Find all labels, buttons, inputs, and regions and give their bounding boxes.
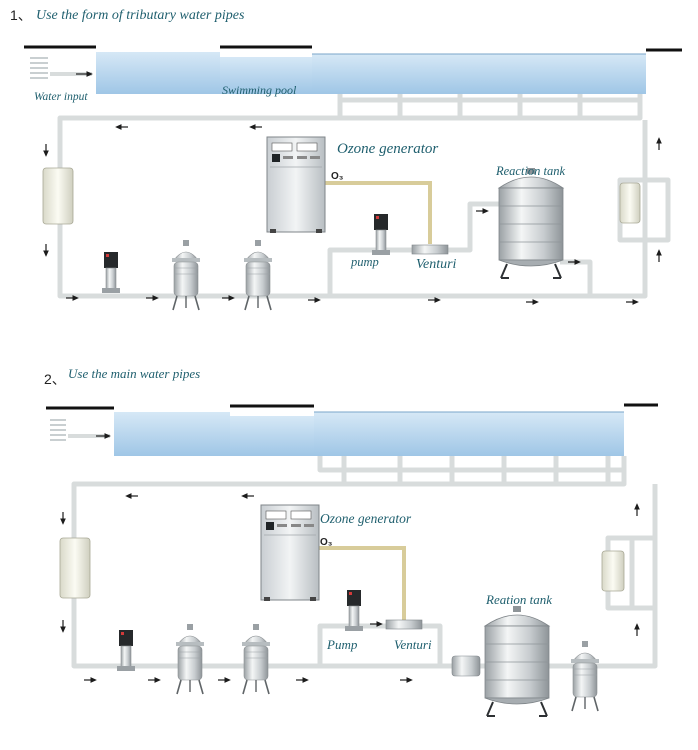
diagram-2-number: 2、: [44, 371, 66, 387]
heater-icon: [59, 537, 91, 599]
ozone-line-2: [316, 546, 406, 620]
diagram-2: 2、 Use the main water pipes: [44, 366, 658, 717]
venturi-label: Venturi: [416, 257, 457, 272]
filter-icon: [241, 623, 271, 695]
o3-label: O₃: [331, 171, 344, 182]
venturi-icon: [411, 244, 449, 255]
filter-icon: [243, 239, 273, 311]
water-input-label: Water input: [34, 91, 88, 103]
reaction-tank-icon: [498, 167, 564, 279]
swimming-pool-1: [24, 45, 682, 94]
reaction-tank-label: Reation tank: [485, 592, 552, 607]
flow-arrows-2: [60, 493, 640, 683]
o3-label: O₃: [320, 537, 333, 548]
diagram-2-title: Use the main water pipes: [68, 366, 200, 381]
swimming-pool-label: Swimming pool: [222, 83, 297, 97]
venturi-icon: [385, 619, 423, 630]
heater-icon: [42, 167, 74, 225]
heater-icon: [601, 550, 625, 592]
flow-arrows-1: [43, 124, 662, 305]
pipe-network-2: [71, 456, 658, 669]
diagram-1: 1、 Use the form of tributary water pipes…: [10, 7, 682, 311]
ozone-generator-label: Ozone generator: [337, 141, 438, 157]
pump-label: Pump: [326, 637, 358, 652]
ozone-generator-label: Ozone generator: [320, 511, 412, 526]
venturi-label: Venturi: [394, 637, 432, 652]
filter-icon: [175, 623, 205, 695]
reaction-tank-label: Reaction tank: [495, 164, 566, 178]
filter-icon: [171, 239, 201, 311]
diagram-1-number: 1、: [10, 7, 32, 23]
ozone-line-1: [318, 181, 432, 244]
pump-label: pump: [350, 255, 379, 269]
heater-icon: [619, 182, 641, 224]
pump-icon: [101, 251, 121, 294]
ozone-generator-icon: [266, 136, 326, 234]
diagram-1-title: Use the form of tributary water pipes: [36, 8, 245, 23]
swimming-pool-2: [46, 403, 658, 456]
inline-filter-icon: [451, 655, 481, 677]
reaction-tank-icon: [484, 605, 550, 717]
ozone-generator-icon: [260, 504, 320, 602]
filter-icon: [570, 640, 600, 712]
